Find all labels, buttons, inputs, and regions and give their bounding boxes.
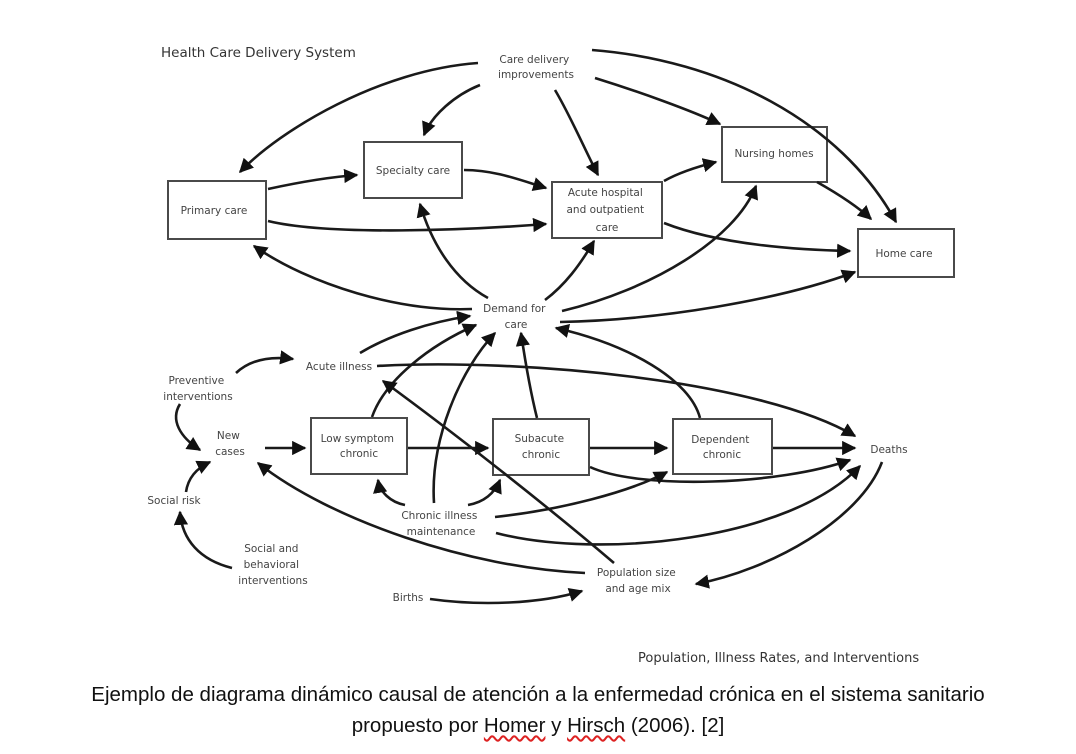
- edge-demand-to-acute: [544, 239, 596, 302]
- node-box-primary-care: [167, 180, 267, 240]
- edge-births-to-population: [429, 587, 584, 605]
- caption-author-hirsch: Hirsch: [567, 714, 626, 737]
- edge-preventive-to-acute-illness: [235, 350, 295, 374]
- node-births: Births: [393, 592, 424, 604]
- edge-maintenance-to-subacute: [467, 478, 502, 507]
- edge-maintenance-to-low-symptom: [373, 478, 406, 507]
- section-title-population-label: Population, Illness Rates, and Intervent…: [638, 651, 920, 666]
- caption-author-homer: Homer: [483, 714, 546, 737]
- edge-care-improvements-to-nursing: [594, 76, 722, 126]
- edge-population-to-acute-illness: [381, 379, 615, 564]
- edge-care-improvements-to-primary: [239, 61, 479, 174]
- node-social-risk: Social risk: [147, 495, 201, 507]
- node-low-symptom-chronic: Low symptom chronic: [321, 433, 398, 460]
- node-nursing-homes: Nursing homes: [734, 148, 813, 160]
- node-deaths: Deaths: [870, 444, 907, 456]
- edge-preventive-to-new-cases: [174, 403, 202, 452]
- edge-acute-to-home: [663, 221, 852, 258]
- edge-low-symptom-to-demand: [370, 323, 478, 418]
- edge-demand-to-specialty: [416, 202, 489, 300]
- edge-subacute-to-deaths: [589, 457, 852, 484]
- node-primary-care: Primary care: [181, 205, 248, 217]
- node-social-behavioral-interventions: Social and behavioral interventions: [238, 543, 307, 587]
- edge-population-to-new-cases: [256, 461, 586, 575]
- causal-loop-diagram: Health Care Delivery System Population, …: [147, 45, 955, 605]
- edge-specialty-to-acute: [463, 168, 548, 192]
- node-box-nursing-homes: [721, 126, 828, 183]
- node-box-home-care: [857, 228, 955, 278]
- edge-demand-to-home: [559, 269, 857, 324]
- node-box-acute-hospital: [551, 181, 663, 239]
- edge-demand-to-primary: [252, 244, 473, 311]
- node-home-care: Home care: [875, 248, 932, 260]
- edge-acute-to-nursing: [663, 158, 718, 183]
- figure-caption-line1: Ejemplo de diagrama dinámico causal de a…: [91, 683, 985, 706]
- edge-dependent-to-demand: [554, 323, 702, 419]
- edge-social-risk-to-new-cases: [184, 460, 212, 493]
- node-care-delivery-improvements: Care delivery improvements: [498, 54, 574, 81]
- caption-suffix: (2006). [2]: [625, 714, 725, 737]
- edge-primary-to-specialty: [267, 168, 359, 191]
- caption-prefix: propuesto por: [351, 714, 484, 737]
- node-acute-hospital: Acute hospital and outpatient care: [567, 187, 648, 234]
- node-chronic-illness-maintenance: Chronic illness maintenance: [401, 510, 480, 538]
- edge-maintenance-to-dependent: [494, 470, 669, 519]
- node-subacute-chronic: Subacute chronic: [515, 433, 568, 461]
- edge-maintenance-to-deaths: [495, 464, 861, 546]
- node-box-dependent-chronic: [672, 418, 773, 475]
- edge-social-interventions-to-social-risk: [173, 510, 233, 570]
- node-acute-illness: Acute illness: [306, 361, 372, 373]
- edge-deaths-to-population: [694, 461, 884, 589]
- edge-primary-to-acute: [267, 217, 548, 233]
- node-preventive-interventions: Preventive interventions: [163, 375, 232, 403]
- edge-subacute-to-demand: [515, 331, 539, 419]
- figure-caption-line2: propuesto por Homer y Hirsch (2006). [2]: [0, 714, 1076, 738]
- edge-care-improvements-to-acute: [553, 89, 600, 177]
- node-demand-for-care: Demand for care: [483, 303, 549, 331]
- node-box-subacute-chronic: [492, 418, 590, 476]
- node-new-cases: New cases: [215, 430, 245, 458]
- edge-nursing-to-home: [816, 180, 873, 220]
- edge-maintenance-to-demand: [432, 331, 496, 504]
- node-box-low-symptom-chronic: [310, 417, 408, 475]
- node-population-size: Population size and age mix: [597, 567, 679, 595]
- edge-care-improvements-to-home: [591, 48, 898, 224]
- node-specialty-care: Specialty care: [376, 165, 450, 177]
- node-box-specialty-care: [363, 141, 463, 199]
- edge-demand-to-nursing: [561, 184, 758, 313]
- edge-acute-illness-to-demand: [359, 310, 472, 355]
- section-title-health-care-delivery: Health Care Delivery System: [161, 45, 356, 61]
- node-dependent-chronic: Dependent chronic: [691, 434, 753, 461]
- caption-conjunction: y: [545, 714, 568, 737]
- edge-acute-illness-to-deaths: [376, 363, 857, 438]
- edge-care-improvements-to-specialty: [422, 83, 481, 137]
